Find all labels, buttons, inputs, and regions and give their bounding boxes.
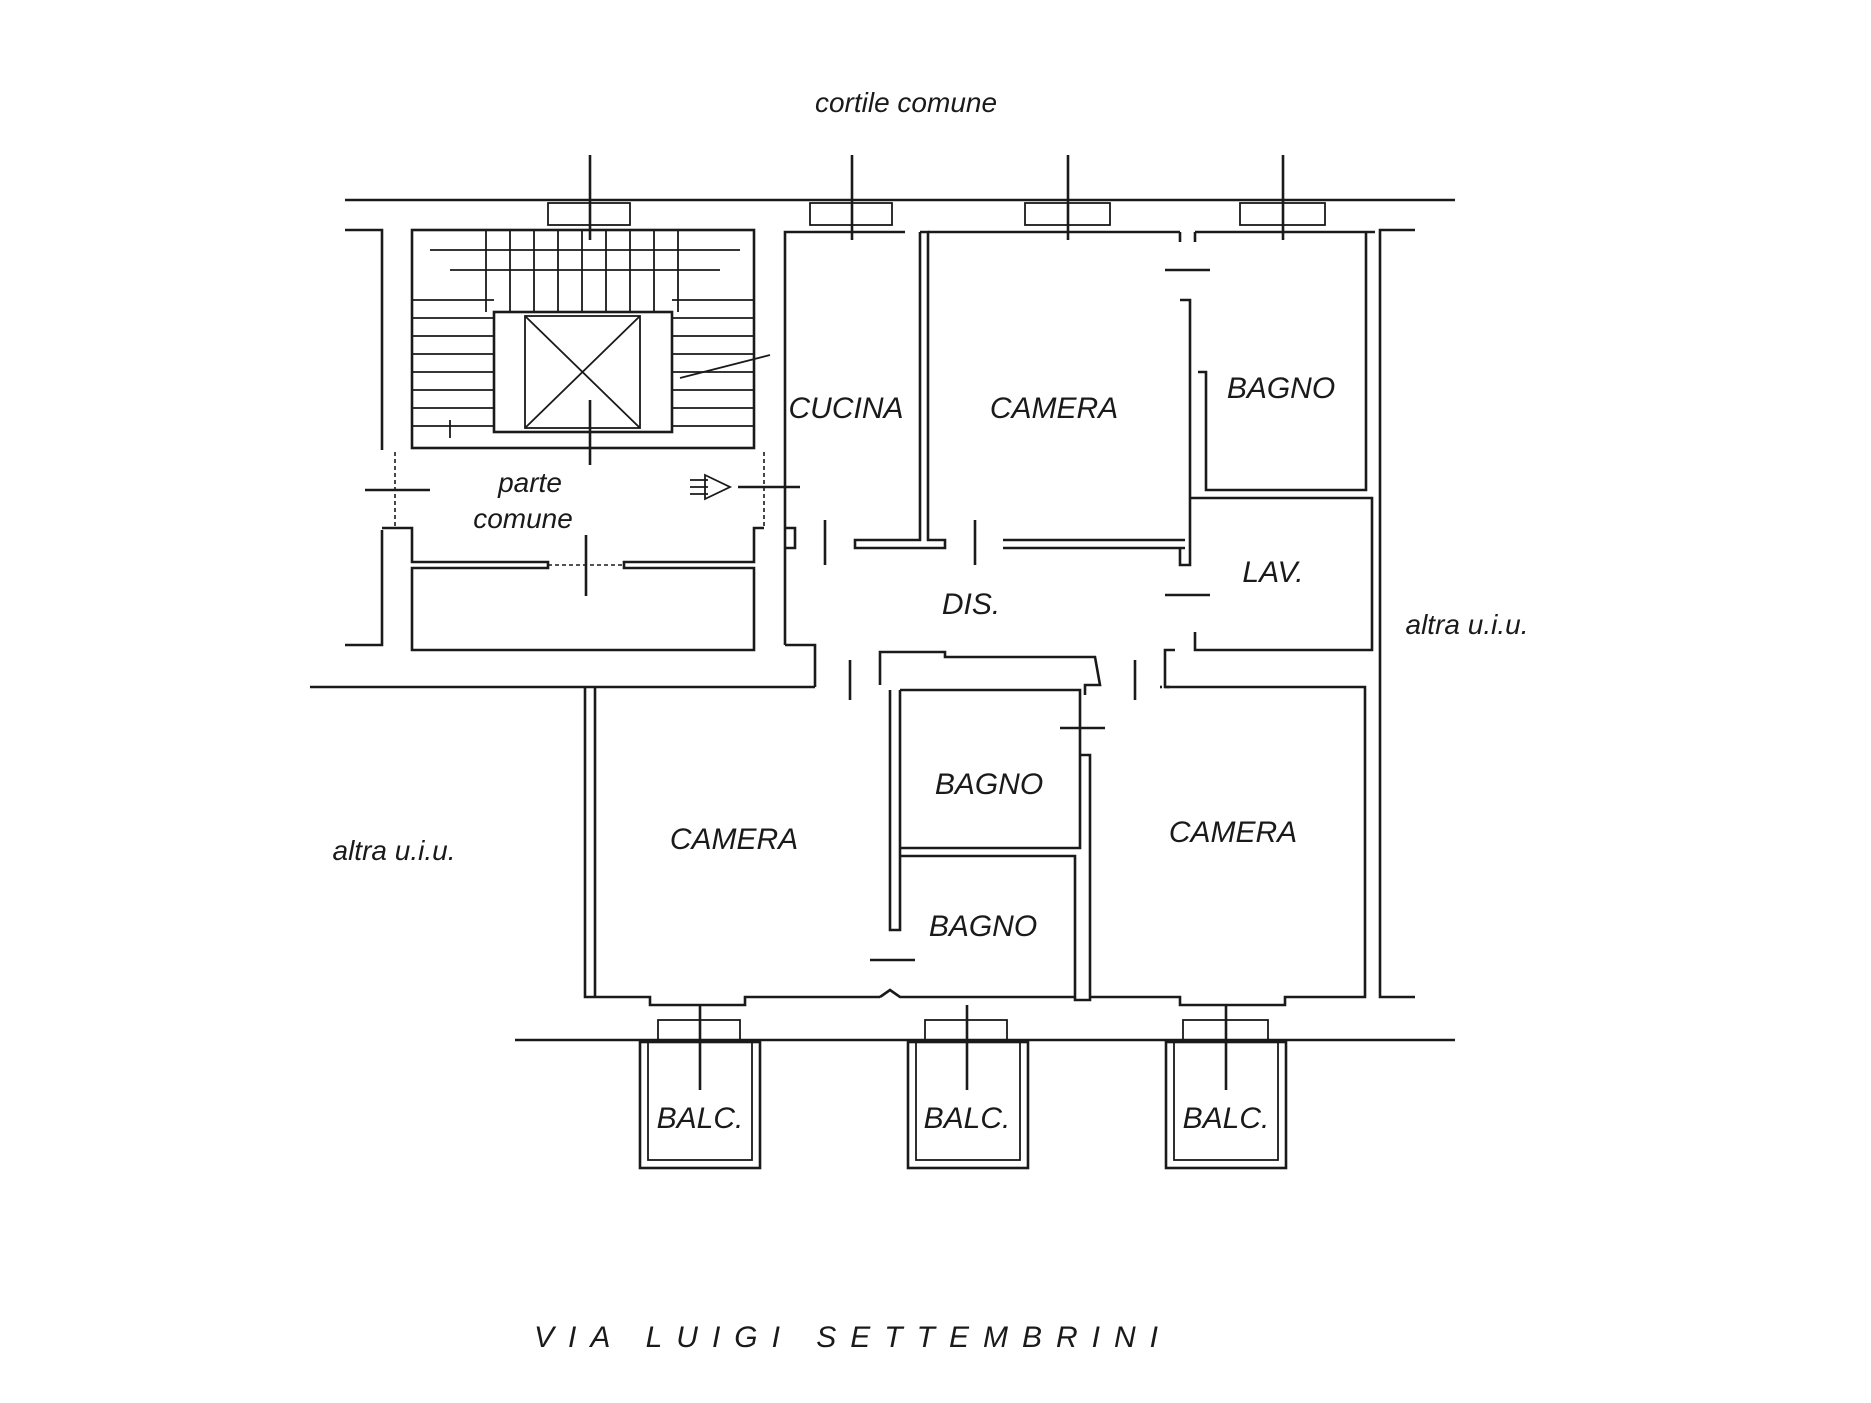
balconies	[638, 1005, 1288, 1170]
bedroom-right-label: CAMERA	[1169, 816, 1297, 849]
hallway-label: DIS.	[942, 588, 1000, 621]
bedroom-left-label: CAMERA	[670, 823, 798, 856]
exterior-walls	[310, 198, 1455, 1042]
laundry-label: LAV.	[1242, 556, 1303, 589]
interior-walls	[583, 230, 1375, 1007]
kitchen-label: CUCINA	[788, 392, 903, 425]
other-unit-right-label: altra u.i.u.	[1406, 609, 1529, 640]
bath-top-label: BAGNO	[1227, 372, 1335, 405]
room-labels: cortile comune parte comune CUCINA CAMER…	[333, 87, 1529, 1354]
courtyard-label: cortile comune	[815, 87, 997, 118]
common-landing	[365, 452, 800, 652]
street-label: VIA LUIGI SETTEMBRINI	[534, 1321, 1172, 1354]
bath-mid-label: BAGNO	[935, 768, 1043, 801]
common-area-label-2: comune	[473, 503, 573, 534]
bath-lower-label: BAGNO	[929, 910, 1037, 943]
top-windows	[547, 155, 1326, 240]
entrance-arrow-icon	[690, 473, 733, 501]
stairwell	[410, 228, 771, 465]
balcony-1-label: BALC.	[657, 1102, 744, 1135]
balcony-3-label: BALC.	[1183, 1102, 1270, 1135]
other-unit-left-label: altra u.i.u.	[333, 835, 456, 866]
bedroom-top-label: CAMERA	[990, 392, 1118, 425]
balcony-2-label: BALC.	[924, 1102, 1011, 1135]
common-area-label-1: parte	[497, 467, 562, 498]
